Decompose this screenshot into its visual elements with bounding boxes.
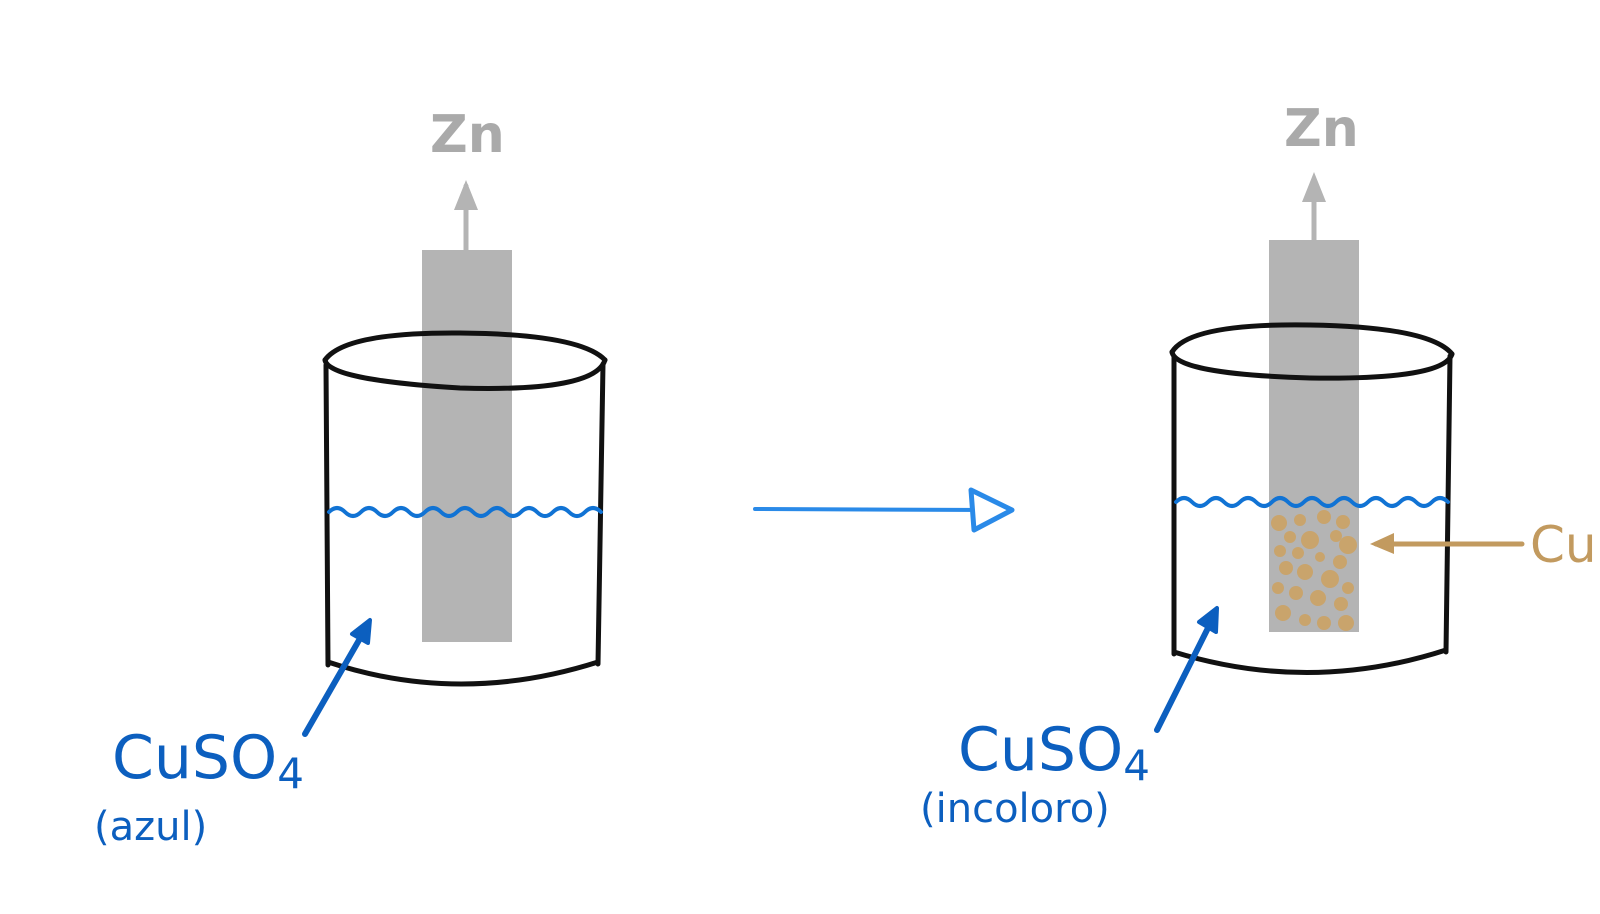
solution-formula-after: CuSO xyxy=(958,715,1123,785)
solution-note-before: (azul) xyxy=(94,804,207,850)
pointer-arrow-head-before xyxy=(350,618,372,645)
solution-label-after: CuSO4 (incoloro) xyxy=(920,606,1219,832)
beaker-rim-back-before xyxy=(322,330,608,363)
pointer-arrow-before xyxy=(302,625,369,737)
solution-subscript-before: 4 xyxy=(277,749,304,798)
up-arrow-head-before xyxy=(454,180,478,210)
right-arrow-head xyxy=(968,487,1015,533)
solution-note-after: (incoloro) xyxy=(920,786,1110,832)
copper-deposit xyxy=(1271,510,1357,631)
electrode-label-after: Zn xyxy=(1284,99,1359,159)
beaker-after: Cu Zn xyxy=(1169,99,1597,675)
zinc-electrode-before xyxy=(422,250,512,642)
solution-label-before: CuSO4 (azul) xyxy=(94,618,372,850)
solution-formula-before: CuSO xyxy=(112,723,277,793)
pointer-arrow-head-after xyxy=(1197,606,1219,634)
electrode-label-before: Zn xyxy=(430,105,505,165)
solution-surface-after xyxy=(1174,496,1450,508)
solution-surface-before xyxy=(327,506,603,518)
pointer-arrow-after xyxy=(1154,615,1216,733)
beaker-rim-back-after xyxy=(1169,322,1455,357)
beaker-walls-before xyxy=(323,361,606,668)
svg-text:CuSO4: CuSO4 xyxy=(958,715,1150,790)
deposit-label: Cu xyxy=(1530,516,1597,574)
up-arrow-head-after xyxy=(1302,172,1326,202)
beaker-rim-front-after xyxy=(1169,349,1455,381)
reaction-arrow xyxy=(753,487,1015,533)
beaker-before: Zn xyxy=(322,105,608,687)
beaker-rim-front-before xyxy=(322,357,608,391)
svg-text:CuSO4: CuSO4 xyxy=(112,723,304,798)
left-arrow-icon xyxy=(1370,533,1394,554)
right-arrow-icon xyxy=(753,507,992,512)
beaker-bottom-after xyxy=(1171,647,1449,675)
solution-subscript-after: 4 xyxy=(1123,741,1150,790)
beaker-bottom-before xyxy=(325,659,601,687)
